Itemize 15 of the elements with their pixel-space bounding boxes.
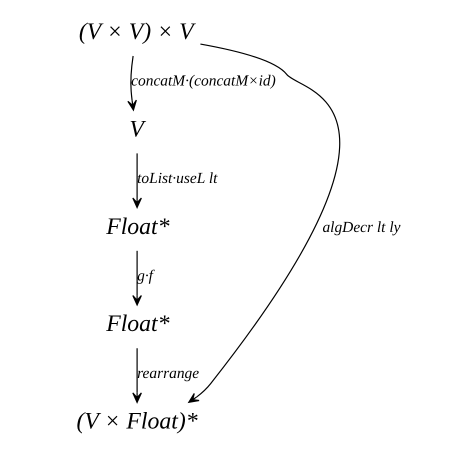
edge-label: toList·useL lt [137, 170, 218, 188]
node-text: (V × Float)* [76, 408, 198, 435]
arrow [132, 348, 142, 403]
arrow [127, 56, 137, 111]
node-text: V [129, 116, 144, 142]
node-text: (V × V) × V [78, 18, 194, 45]
edge-label: g·f [137, 268, 153, 285]
arrow [132, 250, 142, 306]
edge-label: algDecr lt ly [322, 218, 400, 236]
edge-label: concatM·(concatM×id) [131, 72, 276, 90]
edge-label: rearrange [137, 364, 200, 382]
arrow [132, 153, 142, 208]
arrow [188, 43, 340, 403]
node-text: Float* [106, 214, 170, 240]
node-text: Float* [106, 311, 170, 338]
